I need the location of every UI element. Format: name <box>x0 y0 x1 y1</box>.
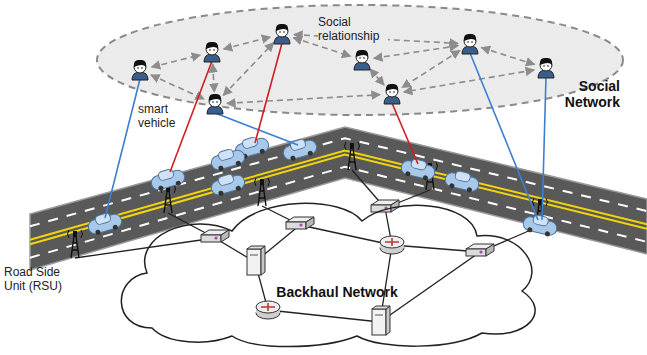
user-icon <box>462 34 478 54</box>
rsu-tower <box>255 178 270 206</box>
user-vehicle-link <box>542 77 546 220</box>
router-icon <box>256 301 280 319</box>
center-line <box>30 150 647 239</box>
social-tie <box>213 64 215 92</box>
social-tie <box>152 55 201 67</box>
user-icon <box>204 42 220 62</box>
switch-icon <box>466 244 494 256</box>
relationship-label: Social relationship <box>318 16 388 44</box>
smart-vehicle <box>149 166 187 193</box>
backhaul-cloud: Backhaul Network <box>112 196 542 348</box>
vehicles <box>86 134 559 238</box>
user-vehicle-link <box>255 43 282 143</box>
social-tie <box>374 46 458 58</box>
server-icon <box>247 246 265 275</box>
user-icon <box>207 94 223 114</box>
network-devices <box>201 200 494 335</box>
user-vehicle-link <box>392 103 418 164</box>
rsu-towers <box>68 142 548 258</box>
node-outline <box>112 196 542 348</box>
user-icon <box>132 60 148 80</box>
smart-vehicle <box>86 210 124 237</box>
user-icon <box>538 58 554 78</box>
social-tie <box>404 70 534 92</box>
smart-vehicle <box>444 168 481 194</box>
rsu-tower <box>345 142 360 170</box>
social-tie <box>402 50 460 87</box>
user-vehicle-link <box>170 61 212 172</box>
social-tie <box>370 69 384 85</box>
rsu-label: Road Side Unit (RSU) <box>4 266 76 294</box>
server-icon <box>372 306 390 335</box>
smart-vehicle <box>209 146 247 173</box>
user-icon <box>274 24 290 44</box>
user-vehicle-link <box>105 79 140 218</box>
social-tie <box>481 48 534 65</box>
region-title: Social Network <box>550 78 620 110</box>
smart-vehicle <box>522 212 559 238</box>
smart-vehicle <box>209 171 247 198</box>
user-vehicle-link <box>470 53 538 220</box>
backhaul-wires <box>75 170 540 322</box>
switch-icon <box>201 230 229 242</box>
lane-marking <box>30 167 647 258</box>
router-icon <box>380 236 404 254</box>
backhaul-link <box>268 310 380 322</box>
region-ellipse <box>97 5 623 115</box>
region-title: Backhaul Network <box>262 284 412 300</box>
user-icon <box>384 84 400 104</box>
rsu-tower <box>68 230 83 258</box>
social-tie <box>151 75 204 99</box>
social-tie <box>227 95 380 104</box>
backhaul-link <box>300 225 392 245</box>
vehicle-label: smart vehicle <box>138 103 184 131</box>
user-icon <box>354 50 370 70</box>
switch-icon <box>286 217 314 229</box>
cloud-outline <box>121 203 535 346</box>
smart-vehicle <box>400 156 437 182</box>
social-tie <box>224 37 271 49</box>
social-tie <box>223 43 273 96</box>
